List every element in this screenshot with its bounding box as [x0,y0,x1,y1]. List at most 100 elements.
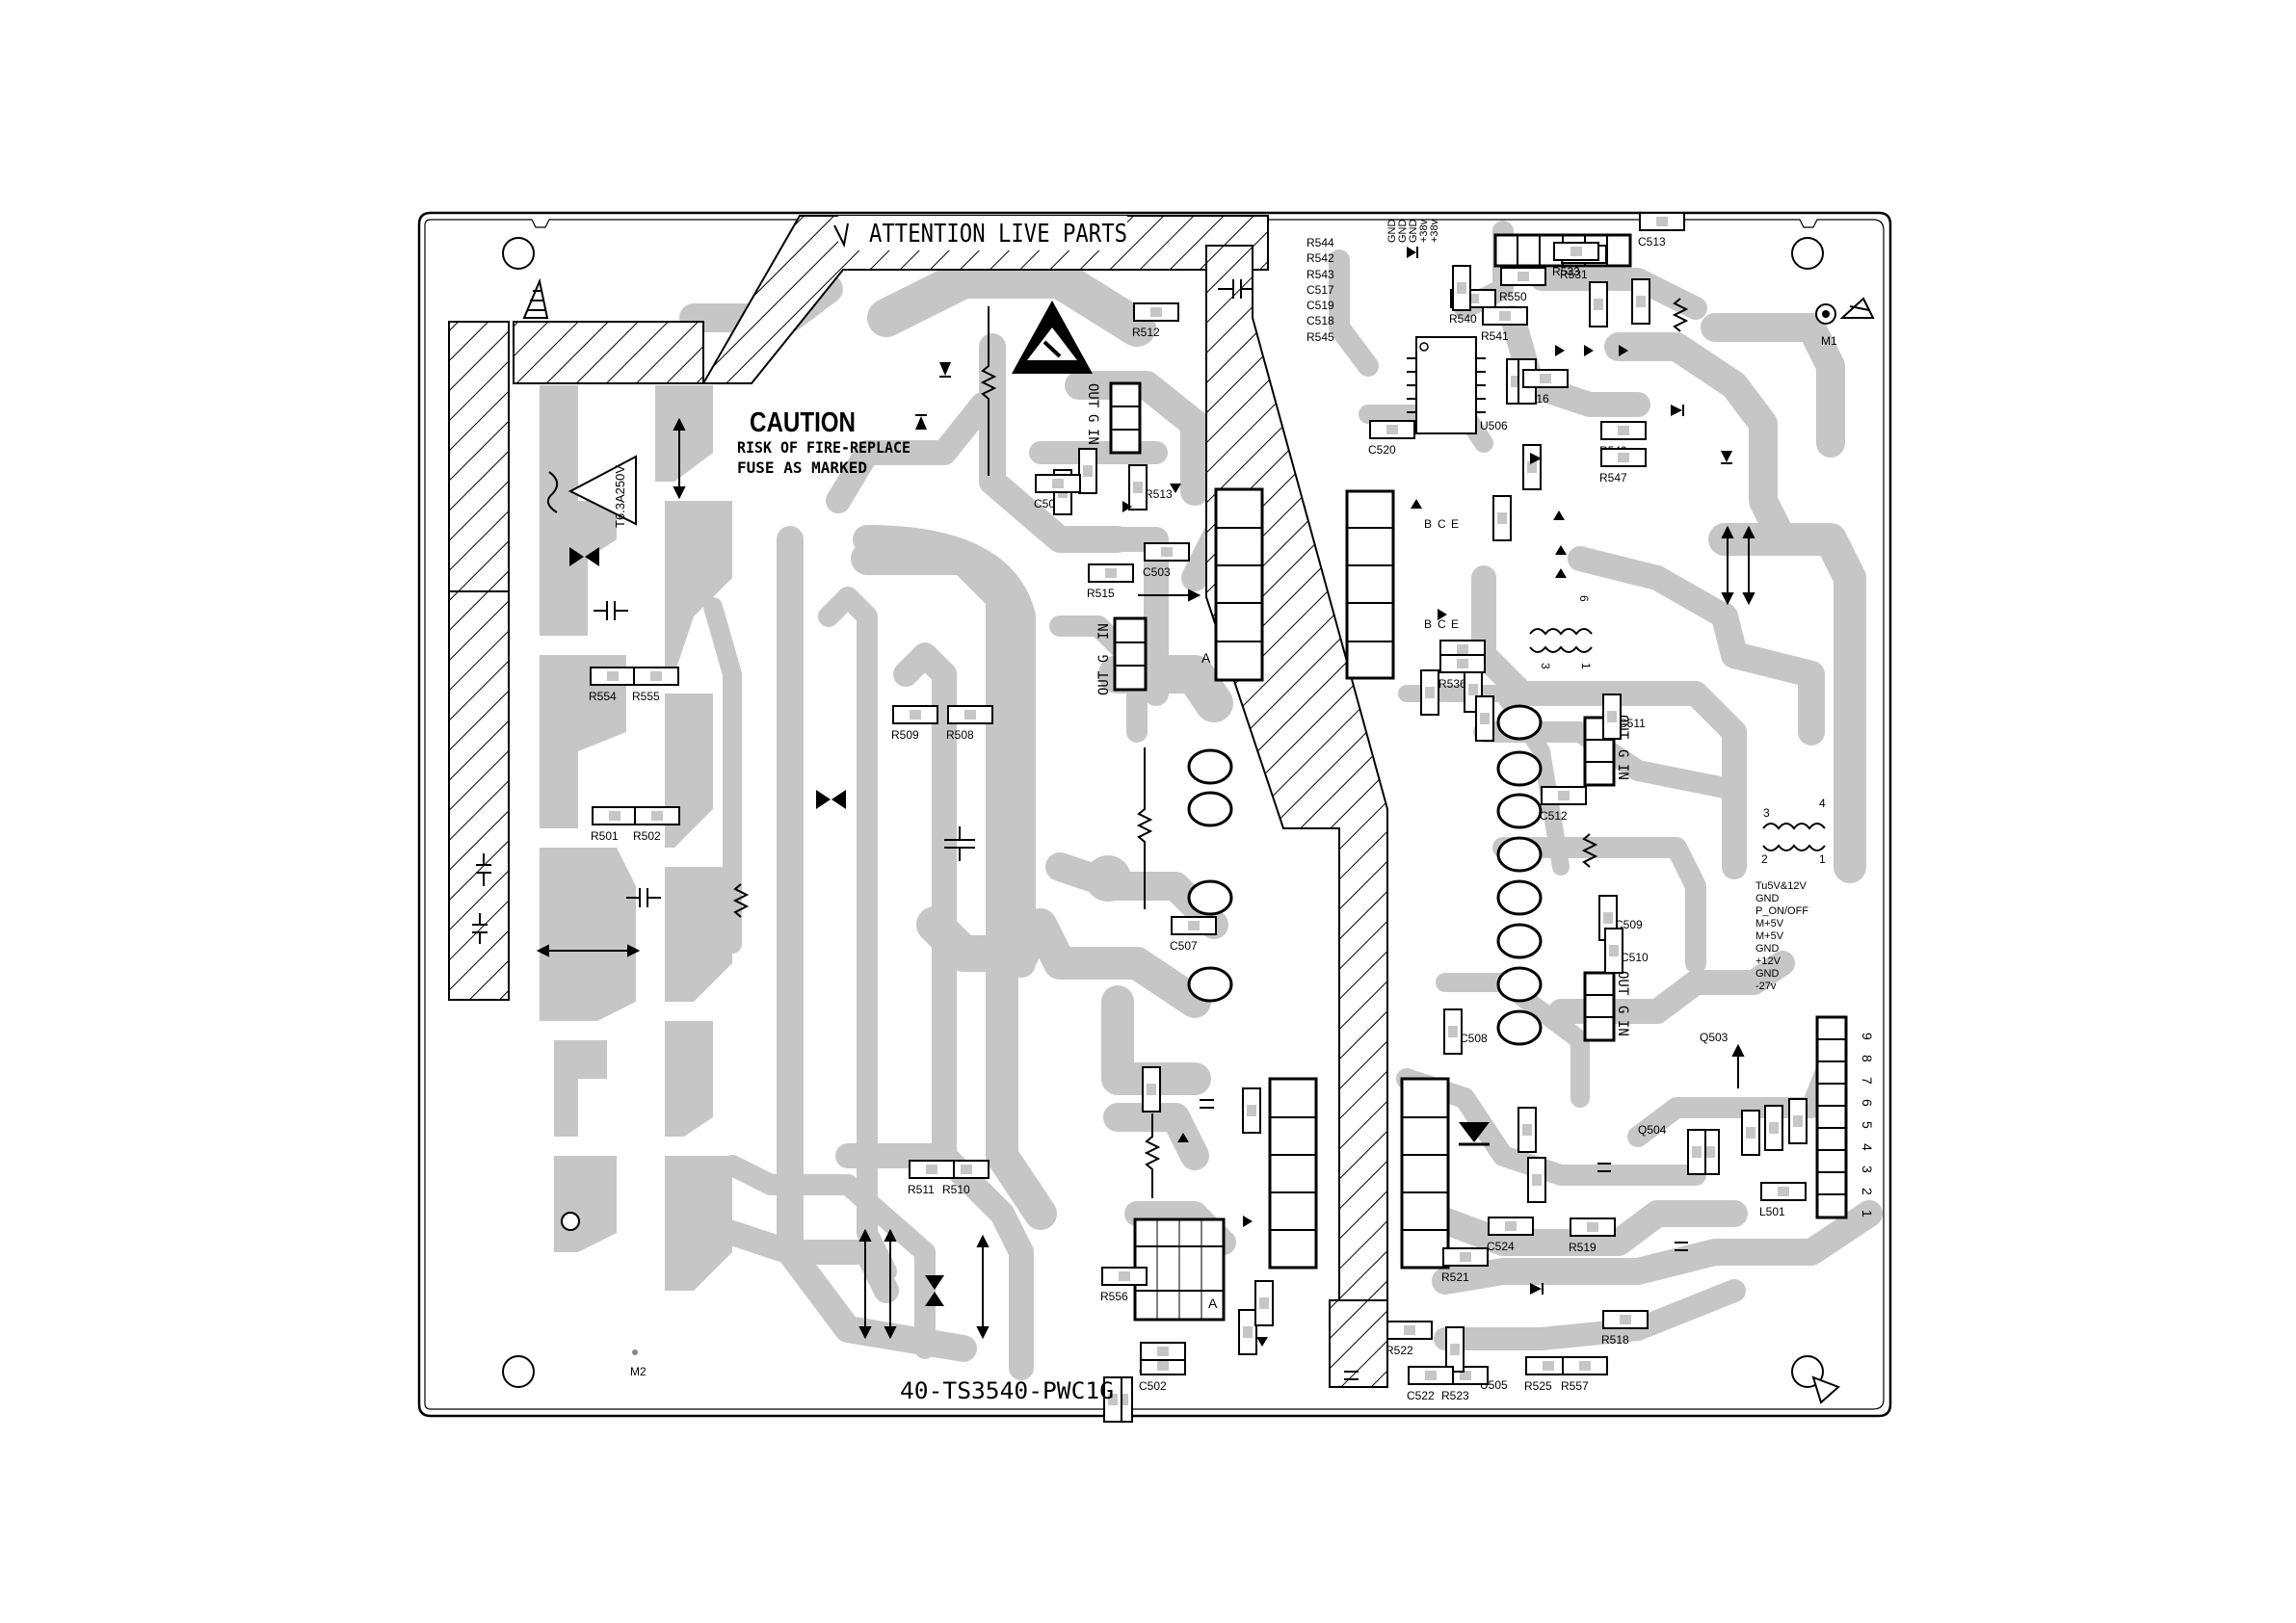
component-label-r513: R513 [1145,487,1173,501]
reg-pin-g: G [1615,749,1630,757]
reg-pin-in: IN [1615,1020,1630,1036]
transistor-pins: B C E B C E [1424,517,1459,631]
component-label-c510: C510 [1621,951,1649,964]
output-connector-pins: 9 8 7 6 5 4 3 2 1 [1860,1033,1875,1217]
component-label-q503: Q503 [1700,1031,1729,1044]
mounting-holes: M1 M2 [502,237,1837,1388]
resistor-body-r515 [1088,563,1134,583]
transformer-coil: 6 3 1 [1529,595,1593,669]
component-label-r515: R515 [1087,587,1115,600]
capacitor-body-c507 [1171,916,1217,935]
component-label-r501: R501 [591,829,619,843]
transformer-pads [1187,704,1543,1046]
component-label-c511: C511 [1619,717,1646,730]
component-label-c502: C502 [1139,1379,1167,1393]
connector-blocks: A A [1133,233,1848,1322]
component-bodies [590,212,1808,1423]
component-label-c508: C508 [1460,1032,1488,1045]
component-label-r541: R541 [1481,329,1509,343]
output-signal-list: Tu5V&12V GND P_ON/OFF M+5V M+5V GND +12V… [1755,880,1808,992]
signal-label: +12V [1755,955,1781,967]
resistor-body-r551 [1452,265,1471,311]
component-label-c519: C519 [1306,299,1334,312]
tr-pin-c: C [1438,517,1446,531]
resistor-body-r548 [1522,444,1542,490]
resistor-body-r537 [1475,695,1494,742]
capacitor-body-c514 [1631,278,1650,325]
resistor-body-r541 [1482,306,1528,326]
tr-pin-e: E [1451,617,1459,631]
resistor-body-r505 [1242,1087,1261,1134]
resistor-body-r519 [1570,1217,1616,1237]
capacitor-body-c523 [1764,1105,1783,1151]
component-label-c517: C517 [1306,283,1334,297]
component-label-r555: R555 [632,690,660,703]
resistor-body-r507 [1238,1309,1257,1355]
mounting-hole-top-right [1791,237,1824,270]
resistor-body-r535 [1439,640,1486,659]
component-label-r511: R511 [908,1183,935,1196]
component-label-r542: R542 [1306,251,1334,265]
component-label-r502: R502 [633,829,661,843]
xfmr-pin: 3 [1539,663,1552,669]
signal-label: GND [1755,893,1780,904]
resistor-body-r510 [943,1160,990,1179]
component-label-r518: R518 [1601,1333,1629,1347]
signal-label: M+5V [1755,930,1784,942]
signal-label: +38v [1418,219,1430,243]
resistor-body-r526 [1788,1098,1808,1144]
tr-pin-b: B [1424,517,1432,531]
regulator-u2: OUT G IN [1085,381,1142,455]
component-label-r508: R508 [946,728,974,742]
capacitor-body-c503 [1144,542,1190,562]
signal-label: M+5V [1755,918,1784,929]
capacitor-body-c508 [1443,1008,1463,1055]
capacitor-body-c521 [1517,1107,1537,1153]
reg-pin-g: G [1615,1006,1630,1013]
component-label-r512: R512 [1132,326,1160,339]
filter-coil: 3 4 2 1 [1761,797,1826,866]
capacitor-body-c512 [1541,786,1587,805]
resistor-body-r546 [1492,495,1512,541]
capacitor-body-c511 [1602,694,1622,740]
resistor-symbols [732,298,1689,1198]
resistor-body-r529 [1687,1129,1706,1175]
pin-label: 6 [1860,1099,1875,1107]
top-connector-signals: +38v +38v GND GND GND [1386,219,1440,243]
attention-label: ATTENTION LIVE PARTS [869,220,1127,249]
resistor-body-r553 [1103,1376,1122,1423]
component-label-r547: R547 [1599,471,1627,484]
signal-label: GND [1408,220,1419,244]
component-label-l501: L501 [1759,1205,1785,1218]
caution-line2: FUSE AS MARKED [737,458,867,477]
resistor-body-r536 [1439,654,1486,673]
component-label-r550: R550 [1499,290,1527,303]
resistor-body-r501 [592,806,638,825]
fuse-rating: T6.3A250V [613,465,627,528]
pin-label: 3 [1860,1165,1875,1173]
resistor-body-r508 [947,705,993,724]
capacitor-body-c520 [1369,420,1415,439]
component-label-u506: U506 [1480,419,1508,432]
component-label-r557: R557 [1561,1379,1589,1393]
svg-text:A: A [1208,1296,1218,1311]
resistor-body-r532 [1589,281,1608,327]
ic-u506 [1407,336,1486,434]
component-label-c518: C518 [1306,314,1334,327]
component-label-r525: R525 [1524,1379,1552,1393]
component-label-r509: R509 [891,728,919,742]
resistor-body-r558 [1254,1280,1274,1326]
signal-label: GND [1397,220,1409,244]
resistor-body-r522 [1386,1321,1433,1340]
capacitor-body-c513 [1639,212,1685,231]
signal-label: P_ON/OFF [1755,905,1808,917]
component-label-r540: R540 [1449,312,1477,326]
filter-pin: 2 [1761,852,1768,866]
mount-label-m1: M1 [1821,334,1837,348]
capacitor-body-c522 [1408,1366,1454,1385]
tr-pin-c: C [1438,617,1446,631]
tr-pin-e: E [1451,517,1459,531]
resistor-body-r550 [1500,267,1546,286]
capacitor-body-c506 [1035,474,1081,493]
component-label-c507: C507 [1170,939,1198,953]
